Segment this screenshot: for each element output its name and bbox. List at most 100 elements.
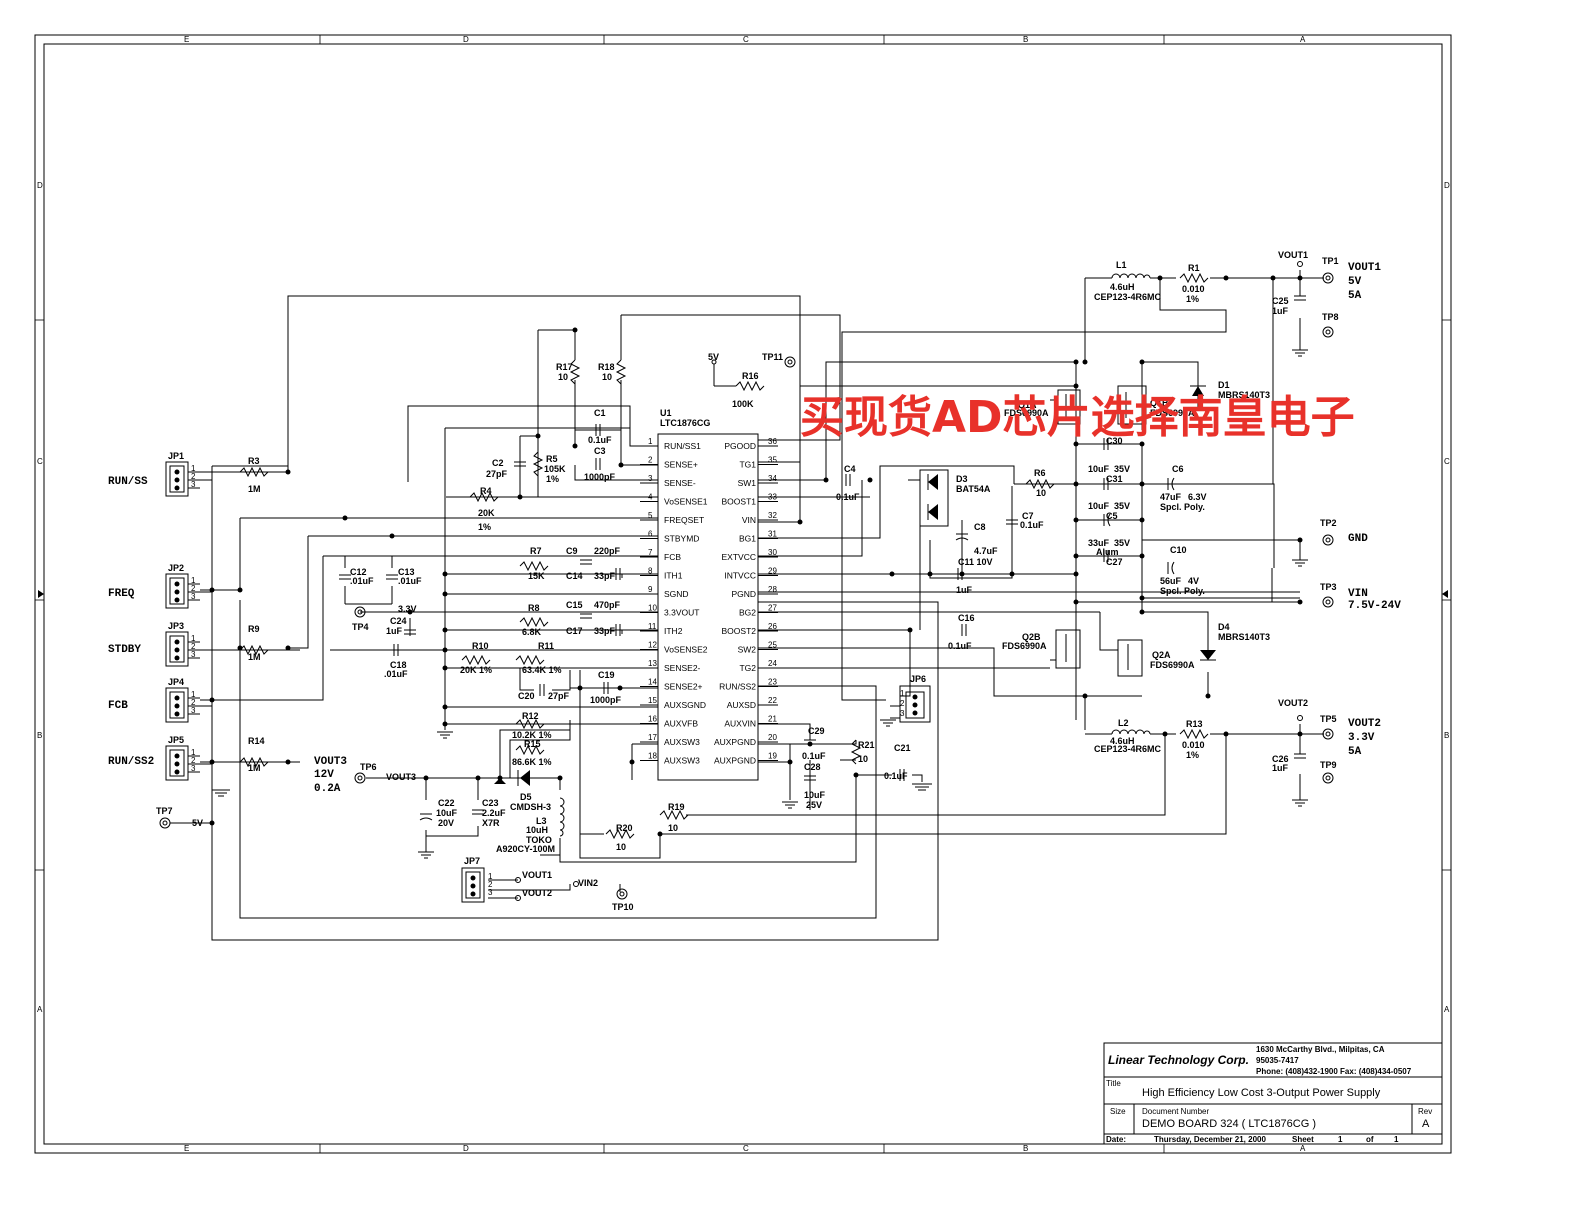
docnum-label: Document Number: [1142, 1107, 1209, 1116]
r14-ref: R14: [248, 736, 265, 746]
r12-ref: R12: [522, 711, 539, 721]
ic-pin-name: BOOST1: [722, 497, 757, 507]
c26-value: 1uF: [1272, 763, 1289, 773]
r11-value: 63.4K 1%: [522, 665, 562, 675]
c31-value: 10uF: [1088, 501, 1110, 511]
resistor-r6: [1025, 478, 1055, 490]
ic-pin-name: VoSENSE1: [664, 497, 708, 507]
cap-c30: [1103, 438, 1109, 450]
net-vout2: VOUT2: [1278, 698, 1308, 708]
test-point-tp9: [1322, 772, 1334, 784]
l3-brand: TOKO: [526, 835, 552, 845]
ic-pin-name: RUN/SS2: [719, 682, 756, 692]
test-point-tp5: [1322, 728, 1334, 740]
ic-pin-name: SGND: [664, 589, 689, 599]
jp7-net-vout1: VOUT1: [522, 870, 552, 880]
ic-pin-name: VoSENSE2: [664, 645, 708, 655]
ic-pin-name: SENSE2+: [664, 682, 703, 692]
ic-pin-name: AUXVIN: [724, 719, 756, 729]
r9-ref: R9: [248, 624, 260, 634]
ic-pin-name: FCB: [664, 552, 681, 562]
r1-ref: R1: [1188, 263, 1200, 273]
cap-c5: [1103, 513, 1111, 527]
l3-part: A920CY-100M: [496, 844, 555, 854]
vout1-current: 5A: [1348, 290, 1362, 302]
cap-c31: [1103, 478, 1109, 490]
vout2-voltage: 3.3V: [1348, 732, 1375, 744]
jumper-ref: JP2: [168, 563, 184, 573]
r1-tol: 1%: [1186, 294, 1199, 304]
c6-type: Spcl. Poly.: [1160, 502, 1205, 512]
cap-c25: [1294, 295, 1306, 301]
r6-ref: R6: [1034, 468, 1046, 478]
tp5-label: TP5: [1320, 714, 1337, 724]
r11-ref: R11: [538, 641, 554, 651]
ic-pin-number: 15: [648, 696, 657, 705]
jumper-ref: JP5: [168, 735, 184, 745]
test-point-tp10: [616, 888, 628, 900]
c5-ref: C5: [1106, 511, 1118, 521]
ic-pin-name: AUXSD: [727, 700, 756, 710]
ic-pin-number: 33: [768, 493, 777, 502]
cap-c13: [386, 574, 398, 580]
c2-value: 27pF: [486, 469, 508, 479]
tp6-label: TP6: [360, 762, 377, 772]
ground-icon: [1292, 799, 1308, 807]
output-labels: VOUT1 TP1 TP8 VOUT1 5V 5A TP2 GND TP3 VI…: [156, 250, 1401, 912]
l1-value: 4.6uH: [1110, 282, 1135, 292]
cap-c1: [595, 424, 601, 436]
ic-pin-name: SENSE+: [664, 460, 698, 470]
ic-pin-number: 13: [648, 659, 657, 668]
ic-pin-number: 11: [648, 622, 657, 631]
c14-ref: C14: [566, 571, 583, 581]
l1-part: CEP123-4R6MC: [1094, 292, 1162, 302]
tp1-label: TP1: [1322, 256, 1339, 266]
ic-pin-name: TG2: [739, 663, 756, 673]
ic-pin-number: 35: [768, 456, 777, 465]
c1-ref: C1: [594, 408, 606, 418]
border-col-label: B: [1023, 35, 1028, 44]
tp4-net: 3.3V: [398, 604, 417, 614]
c12-ref: C12: [350, 567, 367, 577]
cap-c19: [603, 682, 609, 694]
cap-c11: [957, 568, 963, 580]
ic-pin-name: AUXVFB: [664, 719, 698, 729]
mosfet-q1b: [1110, 385, 1147, 425]
ic-pin-number: 10: [648, 604, 657, 613]
ic-pin-name: EXTVCC: [722, 552, 756, 562]
c1-value: 0.1uF: [588, 435, 612, 445]
ic-pin-number: 30: [768, 548, 777, 557]
c28-voltage: 25V: [806, 800, 822, 810]
c12-value: .01uF: [350, 576, 374, 586]
r15-value: 86.6K 1%: [512, 757, 552, 767]
arrow-icon: [494, 778, 506, 784]
ic-pin-number: 25: [768, 641, 777, 650]
r17-ref: R17: [556, 362, 573, 372]
ic-pin-name: INTVCC: [724, 571, 756, 581]
jumper-ref: JP1: [168, 451, 184, 461]
r19-ref: R19: [668, 802, 685, 812]
company-address-1: 1630 McCarthy Blvd., Milpitas, CA: [1256, 1045, 1385, 1054]
cap-c18: [393, 644, 399, 656]
test-point-tp3: [1322, 596, 1334, 608]
c15-ref: C15: [566, 600, 583, 610]
c23-dielectric: X7R: [482, 818, 500, 828]
ic-pin-name: AUXSW3: [664, 756, 700, 766]
ic-pin-name: VIN: [742, 515, 756, 525]
cap-c24: [404, 629, 416, 635]
jp7-pin: 3: [488, 888, 493, 897]
ic-pin-number: 34: [768, 474, 777, 483]
c22-ref: C22: [438, 798, 455, 808]
diode-d4: [1200, 650, 1216, 661]
c31-voltage: 35V: [1114, 501, 1130, 511]
inductor-l2: [1111, 729, 1151, 735]
ground-icon: [880, 719, 896, 727]
q2b-part: FDS6990A: [1002, 641, 1047, 651]
ic-pin-number: 31: [768, 530, 777, 539]
jumper-pin-number: 3: [191, 706, 196, 715]
ic-pin-number: 29: [768, 567, 777, 576]
vout3-current: 0.2A: [314, 783, 341, 795]
